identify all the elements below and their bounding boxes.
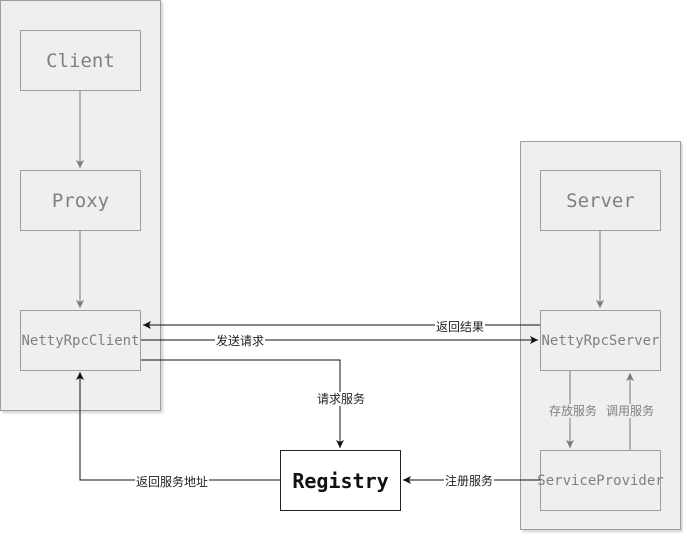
proxy-node: Proxy: [20, 170, 141, 231]
netty-rpc-client-node: NettyRpcClient: [20, 310, 141, 371]
label-request-service: 请求服务: [316, 392, 367, 406]
service-provider-label: ServiceProvider: [537, 472, 664, 489]
service-provider-node: ServiceProvider: [537, 450, 664, 511]
edge-return-service-address: [76, 372, 280, 481]
label-return-result: 返回结果: [435, 320, 486, 334]
netty-rpc-client-label: NettyRpcClient: [21, 332, 140, 349]
label-return-service-address: 返回服务地址: [135, 475, 210, 489]
server-label: Server: [566, 189, 635, 212]
netty-rpc-server-label: NettyRpcServer: [541, 332, 660, 349]
registry-label: Registry: [292, 468, 389, 493]
netty-rpc-server-node: NettyRpcServer: [540, 310, 661, 371]
server-node: Server: [540, 170, 661, 231]
label-register-service: 注册服务: [444, 474, 495, 488]
edge-request-service: [141, 359, 344, 448]
label-call-service: 调用服务: [605, 404, 656, 418]
proxy-label: Proxy: [51, 189, 110, 212]
client-node: Client: [20, 30, 141, 91]
label-send-request: 发送请求: [215, 334, 266, 348]
registry-node: Registry: [280, 450, 401, 511]
label-store-service: 存放服务: [548, 404, 599, 418]
client-label: Client: [46, 49, 115, 72]
